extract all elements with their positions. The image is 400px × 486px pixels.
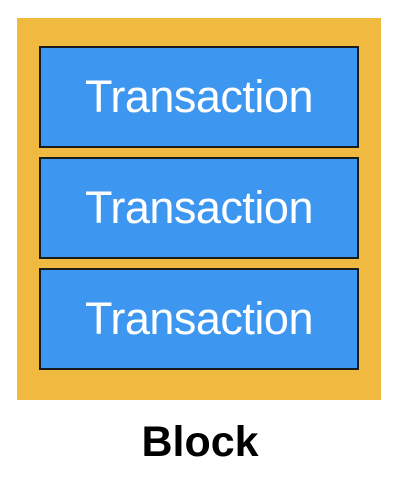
transaction-box-2: Transaction (39, 157, 359, 259)
block-caption: Block (141, 418, 259, 466)
transaction-box-1: Transaction (39, 46, 359, 148)
transaction-box-3: Transaction (39, 268, 359, 370)
block-container: Transaction Transaction Transaction (17, 18, 381, 400)
